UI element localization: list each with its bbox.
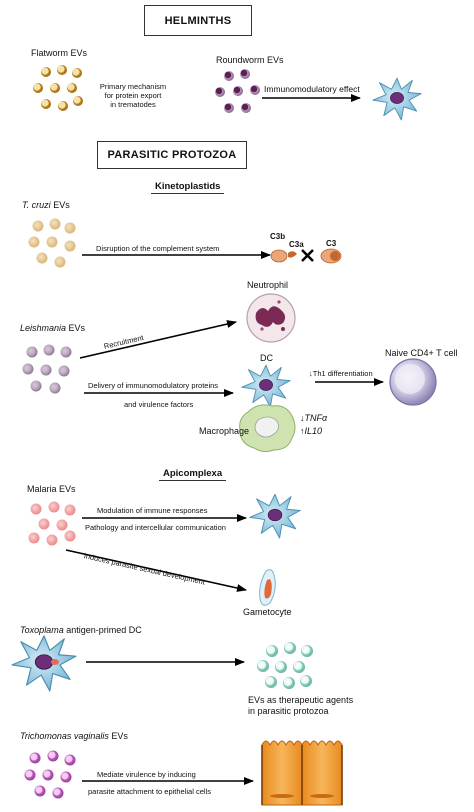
macrophage-cell (239, 404, 296, 453)
sexual-development-arrow (65, 549, 247, 592)
protozoa-header: PARASITIC PROTOZOA (97, 141, 247, 169)
toxo-ev-cluster (257, 642, 313, 689)
toxoplasma-label: Toxoplama antigen-primed DC (20, 625, 142, 635)
c3-label: C3 (326, 239, 337, 248)
macrophage-label: Macrophage (199, 426, 250, 436)
kinetoplastids-subheading: Kinetoplastids (151, 181, 225, 194)
il10-label: ↑IL10 (300, 426, 323, 436)
gametocyte-cell (259, 569, 276, 606)
trichomonas-label: Trichomonas vaginalis EVs (20, 731, 128, 741)
c3a-label: C3a (289, 240, 304, 249)
delivery-label-1: Delivery of immunomodulatory proteins (88, 381, 219, 390)
neutrophil-cell (246, 293, 296, 343)
tnf-label: ↓TNFα (300, 413, 328, 423)
mediate-label-2: parasite attachment to epithelial cells (88, 787, 211, 796)
leishmania-label: Leishmania EVs (20, 323, 86, 333)
tcruzi-label: T. cruzi EVs (22, 200, 70, 210)
helminths-header: HELMINTHS (144, 5, 252, 36)
pathology-label: Pathology and intercellular communicatio… (85, 523, 226, 532)
flatworm-label: Flatworm EVs (31, 48, 88, 58)
toxoplasma-antigen (51, 659, 59, 665)
toxoplasma-primed-dc (11, 635, 77, 692)
malaria-dc-cell (249, 493, 301, 539)
malaria-label: Malaria EVs (27, 484, 76, 494)
apicomplexa-subheading: Apicomplexa (159, 468, 227, 481)
th1-label: ↓Th1 differentiation (309, 369, 373, 378)
c3b-label: C3b (270, 232, 286, 241)
therapeutic-label: EVs as therapeutic agents in parasitic p… (248, 695, 354, 716)
naive-t-cell-label: Naive CD4+ T cell (385, 348, 458, 358)
roundworm-label: Roundworm EVs (216, 55, 284, 65)
roundworm-target-dc (372, 77, 422, 121)
delivery-label-2: and virulence factors (124, 400, 194, 409)
dc-label: DC (260, 353, 273, 363)
trichomonas-ev-cluster (24, 750, 76, 799)
naive-t-cell (389, 358, 437, 406)
tcruzi-ev-cluster (28, 218, 76, 268)
mediate-label-1: Mediate virulence by inducing (97, 770, 196, 779)
modulation-label: Modulation of immune responses (97, 506, 208, 515)
complement-fragments (270, 248, 342, 264)
tcruzi-arrow-label: Disruption of the complement system (96, 244, 220, 253)
leishmania-ev-cluster (22, 344, 72, 394)
neutrophil-label: Neutrophil (247, 280, 289, 290)
roundworm-ev-cluster (215, 69, 260, 113)
gametocyte-label: Gametocyte (243, 607, 292, 617)
roundworm-effect-label: Immunomodulatory effect (264, 84, 360, 94)
leishmania-dc-cell (241, 364, 291, 408)
epithelial-cells (261, 740, 343, 806)
recruitment-arrow (79, 320, 237, 359)
malaria-ev-cluster (28, 501, 76, 546)
block-x-icon (301, 249, 314, 262)
flatworm-note: Primary mechanism for protein export in … (99, 82, 167, 109)
flatworm-ev-cluster (33, 65, 83, 111)
